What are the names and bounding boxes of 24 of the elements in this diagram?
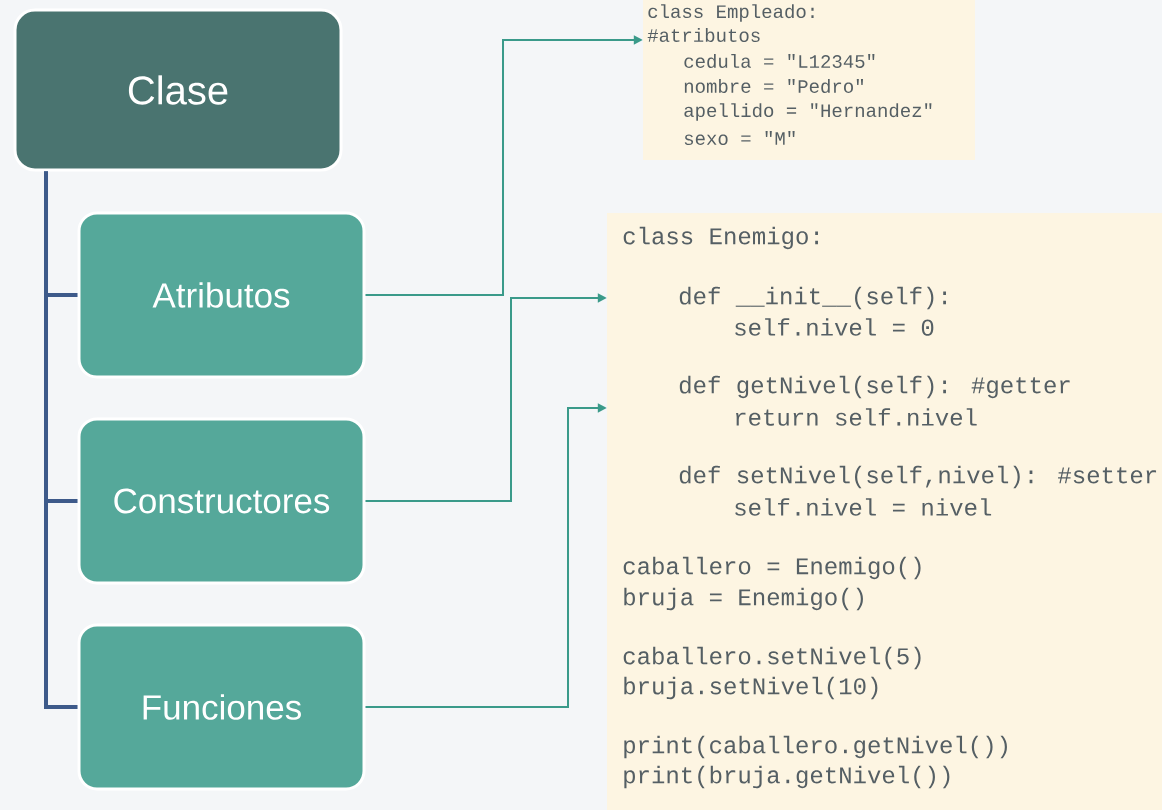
class-box: Clase	[13, 8, 343, 172]
code-line: self.nivel = nivel	[735, 498, 992, 516]
tree-connector	[44, 171, 78, 709]
category-box: Atributos	[77, 211, 366, 379]
code-line: caballero = Enemigo()	[623, 556, 921, 580]
code-line: #atributos	[647, 28, 760, 42]
code-line: print(caballero.getNivel())	[624, 735, 1007, 759]
code-line: def setNivel(self,nivel): #setter	[679, 465, 1157, 489]
code-line: self.nivel = 0	[735, 318, 934, 336]
code-line: class Enemigo:	[623, 226, 818, 250]
code-line: sexo = "M"	[684, 131, 795, 145]
code-line: def __init__(self):	[679, 286, 946, 310]
code-line: return self.nivel	[736, 408, 977, 426]
code-line: nombre = "Pedro"	[684, 79, 863, 93]
code-line: bruja = Enemigo()	[624, 587, 863, 611]
code-line: def getNivel(self): #getter	[679, 375, 1070, 399]
code-line: class Empleado:	[648, 4, 814, 22]
code-line: apellido = "Hernandez"	[684, 103, 932, 121]
code-line: caballero.setNivel(5)	[623, 646, 921, 670]
code-line: cedula = "L12345"	[684, 54, 875, 68]
code-line: print(bruja.getNivel())	[624, 765, 950, 789]
code-line: bruja.setNivel(10)	[624, 676, 878, 700]
category-box: Funciones	[77, 623, 366, 791]
category-box: Constructores	[77, 417, 366, 585]
